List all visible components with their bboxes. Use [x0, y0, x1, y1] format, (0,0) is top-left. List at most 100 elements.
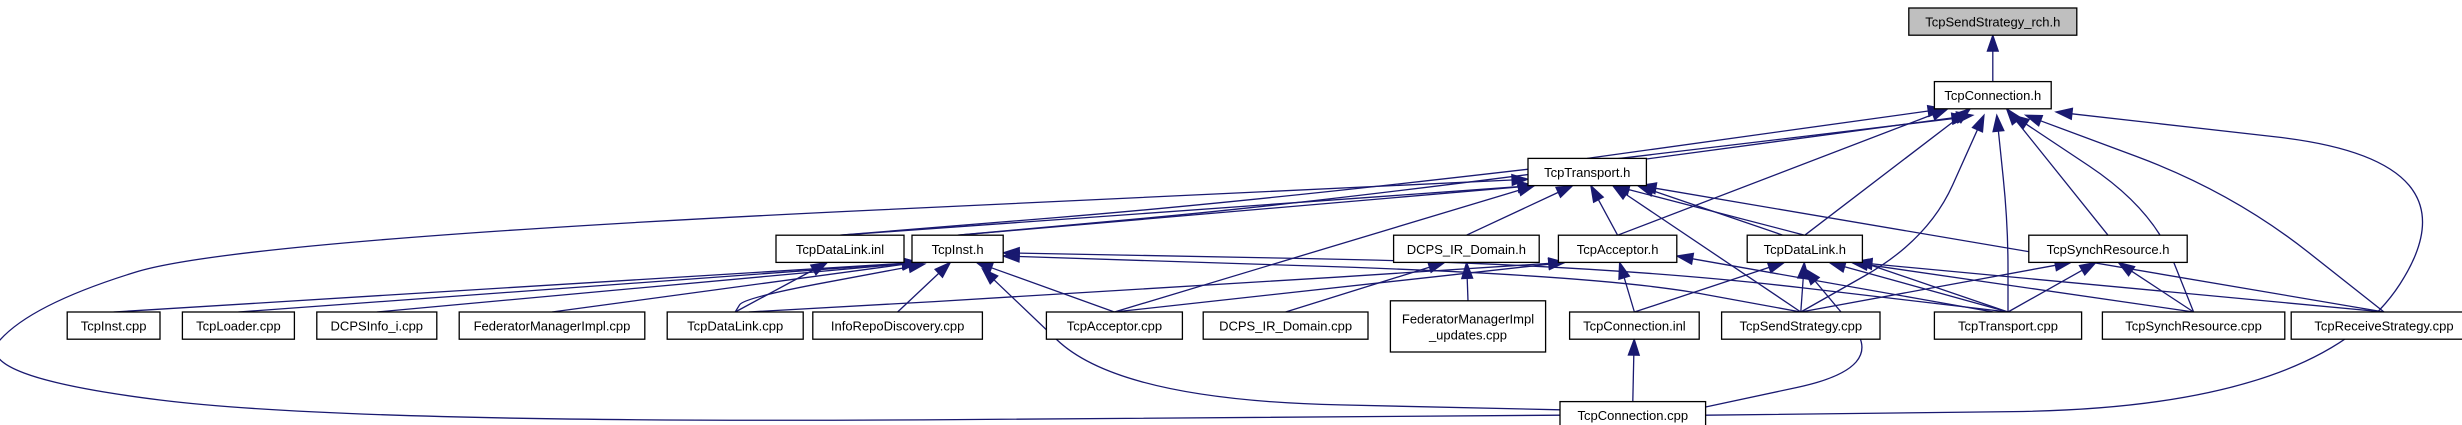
edge-line — [1705, 113, 2424, 416]
node-box — [181, 311, 296, 340]
node-conn-h[interactable]: TcpConnection.h — [1933, 80, 2052, 110]
edge-line — [1466, 278, 1469, 301]
node-datalink-cpp[interactable]: TcpDataLink.cpp — [666, 311, 804, 340]
edge-dcps-ir-h-to-transport-h — [1466, 184, 1575, 236]
edge-line — [2016, 120, 2109, 236]
node-label: TcpConnection.h — [1944, 88, 2041, 103]
arrowhead-icon — [907, 260, 927, 274]
node-inst-cpp[interactable]: TcpInst.cpp — [66, 311, 161, 340]
nodes-layer: TcpSendStrategy_rch.hTcpConnection.hTcpT… — [66, 7, 2462, 425]
node-box — [1557, 234, 1678, 264]
node-label: FederatorManagerImpl.cpp — [474, 319, 631, 334]
node-label: TcpReceiveStrategy.cpp — [2314, 319, 2453, 334]
edge-recvstrat-cpp-to-conn-h — [2023, 114, 2385, 313]
node-label: TcpTransport.cpp — [1958, 319, 2058, 334]
node-transport-cpp[interactable]: TcpTransport.cpp — [1933, 311, 2083, 340]
edge-inst-cpp-to-inst-h — [113, 257, 921, 313]
arrowhead-icon — [2023, 114, 2044, 127]
edge-line — [1617, 113, 1934, 236]
edge-line — [1655, 187, 2385, 313]
edge-line — [1625, 193, 1802, 313]
edge-line — [1871, 263, 2385, 313]
node-sendstrat-cpp[interactable]: TcpSendStrategy.cpp — [1720, 311, 1881, 340]
node-box — [2101, 311, 2286, 340]
node-dcpsinfo-cpp[interactable]: DCPSInfo_i.cpp — [316, 311, 438, 340]
edge-transport-cpp-to-conn-h — [1992, 113, 2009, 312]
edge-line — [376, 263, 903, 313]
edge-conn-cpp-to-transport-h — [0, 173, 1561, 421]
edge-line — [1867, 264, 2194, 313]
edge-conn-cpp-to-conn-h — [1705, 107, 2424, 416]
node-synch-h[interactable]: TcpSynchResource.h — [2028, 234, 2188, 264]
node-box — [1933, 80, 2052, 110]
edge-line — [2007, 269, 2083, 313]
node-transport-h[interactable]: TcpTransport.h — [1527, 157, 1648, 187]
edge-line — [1634, 266, 1770, 313]
node-label: TcpDataLink.h — [1764, 242, 1846, 257]
edge-line — [113, 262, 903, 313]
edge-line — [238, 262, 903, 313]
node-label: DCPS_IR_Domain.h — [1407, 242, 1526, 257]
node-box — [1045, 311, 1184, 340]
edge-line — [1692, 258, 1994, 313]
edge-datalink-h-to-conn-h — [1804, 107, 1972, 236]
node-label: TcpSynchResource.cpp — [2125, 319, 2262, 334]
node-fedmgr-cpp[interactable]: FederatorManagerImpl.cpp — [458, 311, 646, 340]
edge-transport-cpp-to-datalink-h — [1827, 260, 2009, 313]
node-datalink-h[interactable]: TcpDataLink.h — [1746, 234, 1864, 264]
node-label: TcpSendStrategy_rch.h — [1925, 15, 2060, 30]
arrowhead-icon — [1555, 184, 1575, 199]
edge-sendstrat-cpp-to-conn-h — [1800, 113, 1985, 313]
arrowhead-icon — [1618, 260, 1631, 281]
node-label: TcpInst.cpp — [81, 319, 147, 334]
node-dcps-ir-h[interactable]: DCPS_IR_Domain.h — [1392, 234, 1540, 264]
node-label: TcpTransport.h — [1544, 165, 1630, 180]
node-inforepo-cpp[interactable]: InfoRepoDiscovery.cpp — [812, 311, 984, 340]
node-acceptor-h[interactable]: TcpAcceptor.h — [1557, 234, 1678, 264]
node-label: TcpConnection.inl — [1583, 319, 1686, 334]
edge-synch-cpp-to-synch-h — [2116, 261, 2194, 313]
edge-line — [1587, 110, 1929, 160]
node-label: TcpInst.h — [932, 242, 984, 257]
edge-sendstrat-cpp-to-transport-h — [1611, 184, 1802, 313]
node-box — [1568, 311, 1700, 340]
node-inst-h[interactable]: TcpInst.h — [911, 234, 1004, 264]
node-datalink-inl[interactable]: TcpDataLink.inl — [775, 234, 905, 264]
node-box — [1527, 157, 1648, 187]
node-box — [775, 234, 905, 264]
edge-datalink-inl-to-transport-h — [839, 180, 1537, 236]
arrowhead-icon — [1930, 108, 1950, 121]
node-recvstrat-cpp[interactable]: TcpReceiveStrategy.cpp — [2290, 311, 2462, 340]
arrowhead-icon — [1803, 267, 1821, 286]
node-fedmgr-upd-cpp[interactable]: FederatorManagerImpl_updates.cpp — [1389, 300, 1547, 353]
node-conn-inl[interactable]: TcpConnection.inl — [1568, 311, 1700, 340]
node-label: TcpAcceptor.h — [1577, 242, 1659, 257]
edge-acceptor-h-to-transport-h — [1589, 183, 1619, 236]
edge-line — [1019, 252, 2009, 313]
arrowhead-icon — [1854, 257, 1874, 271]
node-label: DCPSInfo_i.cpp — [331, 319, 424, 334]
edge-conn-h-to-root — [1986, 33, 2000, 82]
node-label: TcpSendStrategy.cpp — [1739, 319, 1862, 334]
edge-line — [1632, 355, 1635, 402]
node-synch-cpp[interactable]: TcpSynchResource.cpp — [2101, 311, 2286, 340]
node-dcps-ir-cpp[interactable]: DCPS_IR_Domain.cpp — [1202, 311, 1369, 340]
edge-conn-cpp-to-conn-inl — [1627, 337, 1641, 402]
node-acceptor-cpp[interactable]: TcpAcceptor.cpp — [1045, 311, 1184, 340]
node-label: DCPS_IR_Domain.cpp — [1219, 319, 1352, 334]
arrowhead-icon — [1627, 337, 1641, 356]
node-conn-cpp[interactable]: TcpConnection.cpp — [1559, 400, 1707, 425]
node-loader-cpp[interactable]: TcpLoader.cpp — [181, 311, 296, 340]
edge-line — [1800, 264, 2056, 313]
edge-line — [0, 179, 1561, 421]
edge-line — [2040, 120, 2385, 313]
node-label: TcpDataLink.inl — [796, 242, 884, 257]
edge-line — [1597, 199, 1619, 236]
arrowhead-icon — [2054, 107, 2074, 121]
node-root[interactable]: TcpSendStrategy_rch.h — [1908, 7, 2078, 36]
arrowhead-icon — [1986, 33, 2000, 52]
arrowhead-icon — [1001, 250, 1021, 263]
arrowhead-icon — [933, 261, 952, 279]
edge-acceptor-cpp-to-inst-h — [974, 261, 1115, 313]
